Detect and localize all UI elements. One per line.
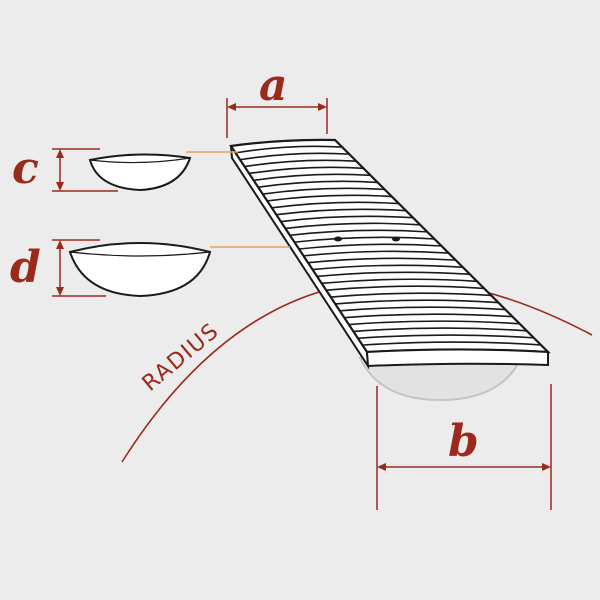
bar-stripe [294,236,435,243]
bar-stripe [239,152,350,161]
dim-a-arrow-right [318,103,327,111]
bar-stripe [235,145,343,154]
mounting-hole-right [392,236,400,242]
bar-stripe [285,222,421,230]
bar-stripe [244,159,357,168]
bar-stripe [348,320,520,326]
dim-a-arrow-left [227,103,236,111]
bar-stripe [289,229,428,237]
dim-c-arrow-up [56,149,64,158]
dim-c-arrow-down [56,182,64,191]
dim-c-label: c [12,143,39,194]
dim-d-label: d [10,242,41,293]
bar-stripe [276,208,407,216]
bar-stripe [271,201,399,209]
bar-stripe [249,166,364,175]
dim-b-label: b [448,416,479,467]
bar-stripe [362,341,541,346]
bar-stripe [253,173,371,182]
cross-section-c-top [89,157,191,164]
bar-stripe [357,334,534,340]
bar-stripe [339,306,506,312]
bar-stripe [335,299,499,305]
bar-stripe [326,285,485,291]
bar-stripe [330,292,492,298]
bar-stripe [258,180,378,188]
bar-stripe [317,271,470,278]
bar-stripe [344,313,513,319]
dim-a-label: a [259,60,288,111]
mounting-hole-left [334,236,342,242]
bar-stripes [235,145,541,346]
bar-stripe [307,257,456,264]
bar-stripe [298,243,442,250]
bar-stripe [303,250,449,257]
bar-stripe [267,194,392,202]
bar-stripe [321,278,478,285]
bar-stripe [280,215,414,223]
bar-top-face [229,138,551,354]
cross-section-c [88,153,192,192]
dim-d-arrow-down [56,287,64,296]
bar-end-face [365,348,549,368]
end-section-shadow [358,356,522,402]
cross-section-d [68,242,212,298]
bar-stripe [312,264,463,271]
bar-stripe [353,327,527,333]
dim-b-arrow-right [542,463,551,471]
cross-section-d-top [69,251,211,257]
bar-stripe [262,187,385,195]
dim-d-arrow-up [56,240,64,249]
dim-b-arrow-left [377,463,386,471]
